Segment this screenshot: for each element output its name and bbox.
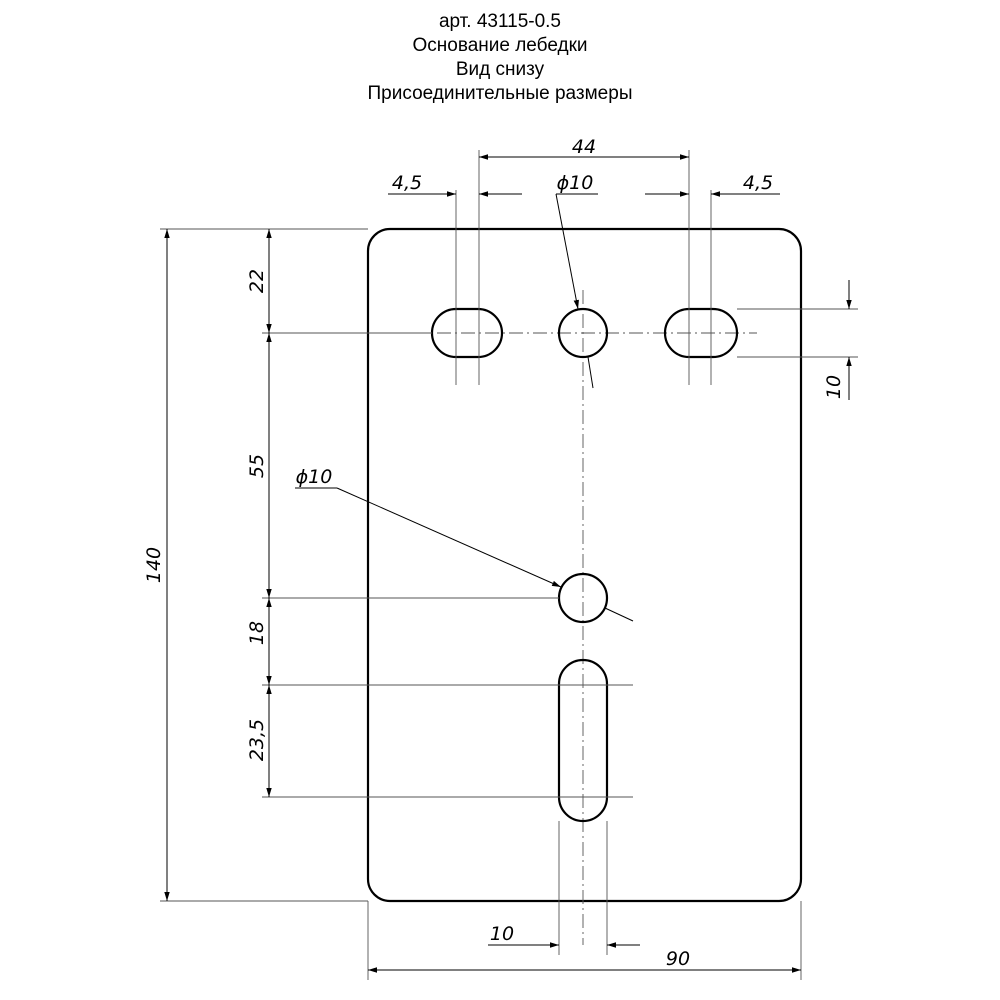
slot-right	[663, 307, 739, 359]
article-number: арт. 43115-0.5	[438, 11, 562, 32]
dim-10-slot-height: 10	[823, 375, 845, 399]
dim-55: 55	[246, 454, 268, 478]
dim-top-hole-diameter: ϕ10	[557, 172, 594, 194]
dim-22: 22	[246, 269, 268, 293]
dim-44: 44	[572, 136, 596, 158]
dim-23-5: 23,5	[246, 719, 268, 761]
dim-10-vertical-slot: 10	[490, 923, 514, 945]
dim-4-5-right: 4,5	[743, 172, 773, 194]
plate-outline	[366, 227, 803, 903]
dim-140: 140	[143, 547, 165, 583]
title-block: арт. 43115-0.5 Основание лебедки Вид сни…	[0, 10, 1000, 106]
dim-center-hole-diameter: ϕ10	[296, 466, 333, 488]
dim-4-5-left: 4,5	[392, 172, 422, 194]
dimension-lines	[164, 154, 852, 973]
extension-lines	[160, 150, 858, 980]
drawing-name: Основание лебедки	[412, 35, 588, 56]
hole-top	[557, 307, 609, 359]
holes	[430, 307, 739, 823]
center-lines	[413, 290, 757, 945]
view-label: Вид снизу	[455, 59, 545, 80]
slot-vertical	[557, 658, 609, 823]
dim-90: 90	[666, 948, 690, 970]
drawing-subtitle: Присоединительные размеры	[367, 83, 633, 104]
leader-lines	[295, 193, 634, 622]
dim-18: 18	[246, 621, 268, 645]
